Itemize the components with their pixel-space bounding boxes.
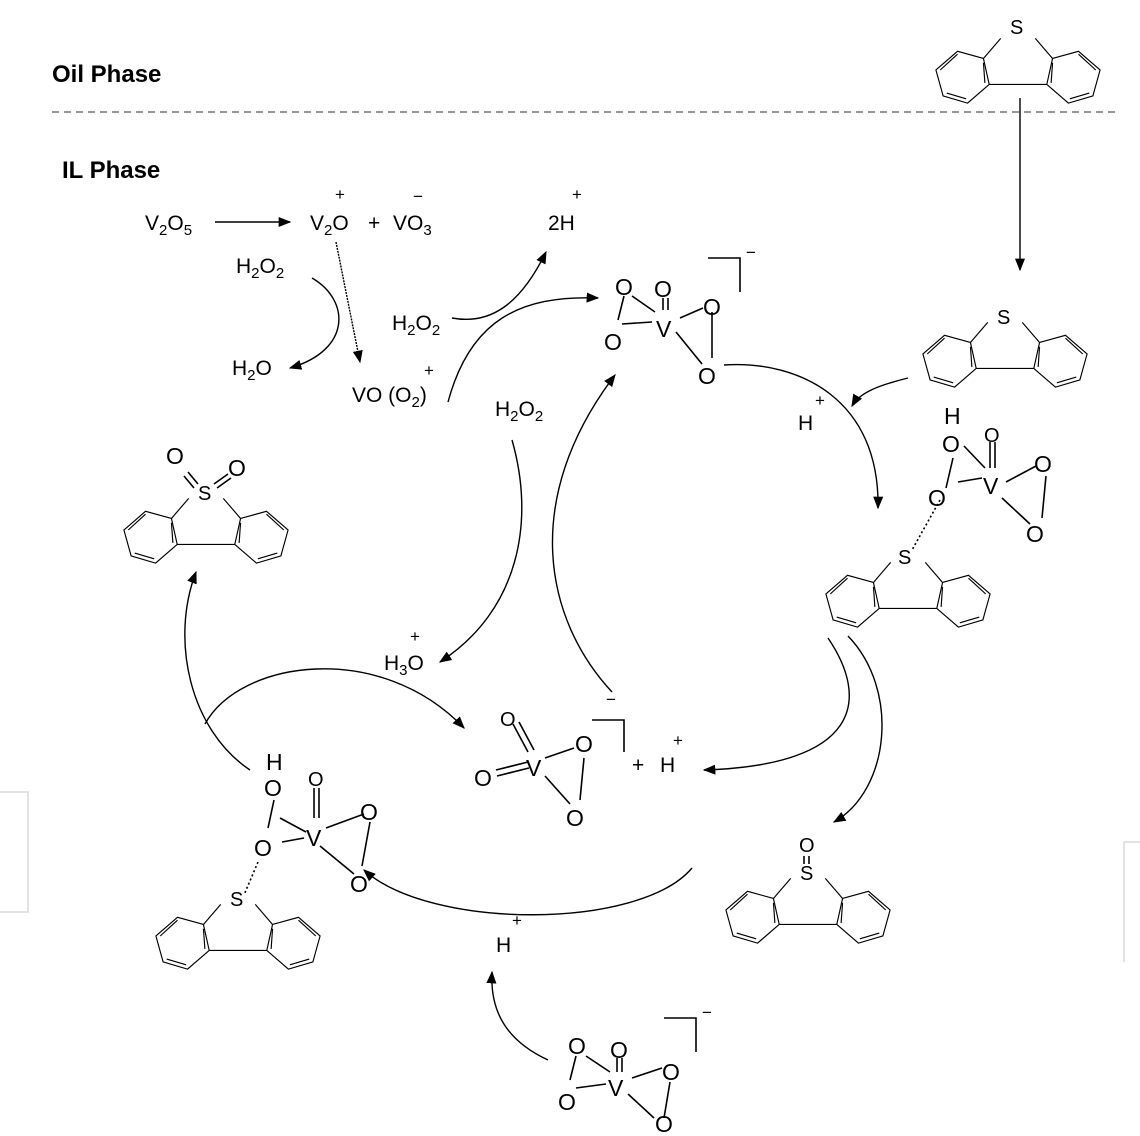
- center-o-double: O: [474, 765, 492, 791]
- to-h3o-arrow: [438, 439, 523, 663]
- center-o-oxo: O: [500, 709, 516, 731]
- oil-phase-label: Oil Phase: [52, 61, 161, 88]
- right-h-atom: H: [944, 403, 961, 429]
- center-o1: O: [575, 731, 593, 757]
- h-plus-right: H: [798, 412, 813, 435]
- left-v: V: [306, 825, 322, 851]
- h-plus-bottom: H: [496, 934, 511, 957]
- to-h-plus-arrow: [702, 637, 850, 775]
- plus-sign: +: [368, 212, 380, 235]
- dbt-right-complex: [825, 561, 991, 628]
- h2o-product: H2O: [232, 357, 272, 384]
- top-charge: −: [746, 243, 756, 262]
- sulfoxide-s-atom: S: [800, 863, 813, 885]
- dbt-il-phase: [922, 321, 1088, 388]
- h-plus-right-charge: +: [815, 391, 825, 410]
- center-o2: O: [566, 805, 584, 831]
- top-o2: O: [604, 329, 622, 355]
- right-o4: O: [1026, 521, 1044, 547]
- center-plus-sign: +: [632, 754, 644, 777]
- h2o2-reagent-1: H2O2: [236, 255, 284, 282]
- two-h-charge: +: [572, 185, 582, 204]
- regen-arrow: [551, 373, 616, 693]
- left-o-oxo: O: [308, 769, 324, 791]
- peroxo-vanadate-center: [495, 719, 625, 805]
- h3o-charge: +: [410, 627, 420, 646]
- dbt-oil-s-atom: S: [1010, 17, 1023, 39]
- intermediate-left: [243, 788, 371, 896]
- top-o-oxo: O: [654, 276, 672, 302]
- left-o4: O: [350, 871, 368, 897]
- right-complex-s-atom: S: [898, 547, 911, 569]
- sulfone-s-atom: S: [198, 483, 211, 505]
- right-v: V: [983, 473, 999, 499]
- to-center-arrow: [204, 668, 465, 729]
- dbt-left-complex: [155, 903, 321, 970]
- dbt-join-arrow: [851, 377, 909, 408]
- top-o3: O: [703, 294, 721, 320]
- bottom-o-oxo: O: [610, 1037, 628, 1063]
- h2o2-reagent-3: H2O2: [495, 398, 543, 425]
- v2o5-label: V2O5: [145, 212, 192, 239]
- dbt-il-s-atom: S: [997, 307, 1010, 329]
- diperoxo-vanadate-bottom: [569, 1017, 697, 1119]
- top-o4: O: [698, 363, 716, 389]
- dbt-oil-phase: [935, 37, 1101, 104]
- to-2h-arrow: [451, 250, 547, 320]
- left-o3: O: [360, 799, 378, 825]
- to-sulfone-arrow: [184, 570, 251, 771]
- dbt-sulfone: [123, 497, 289, 564]
- bottom-o3: O: [662, 1059, 680, 1085]
- left-h-atom: H: [266, 749, 283, 775]
- bottom-o1: O: [568, 1033, 586, 1059]
- to-left-intermediate-arrow: [363, 867, 693, 916]
- right-o2: O: [928, 485, 946, 511]
- to-sulfoxide-arrow: [832, 635, 883, 823]
- v2o-plus-label: V2O: [310, 212, 349, 239]
- left-o1: O: [264, 775, 282, 801]
- right-o1: O: [942, 431, 960, 457]
- top-v: V: [656, 316, 672, 342]
- bottom-v: V: [608, 1075, 624, 1101]
- v2o-to-vo-arrow: [335, 241, 363, 364]
- h2o2-reagent-2: H2O2: [392, 312, 440, 339]
- left-frame-line: [0, 791, 29, 913]
- h3o-plus-label: H3O: [384, 652, 424, 679]
- sulfoxide-o-atom: O: [799, 835, 815, 857]
- right-frame-line: [1123, 841, 1140, 962]
- il-phase-label: IL Phase: [62, 157, 160, 184]
- center-v: V: [526, 755, 542, 781]
- bottom-o2: O: [558, 1089, 576, 1115]
- h-plus-center: H: [660, 754, 675, 777]
- bottom-charge: −: [702, 1003, 712, 1022]
- top-o1: O: [615, 274, 633, 300]
- vo-o2-label: VO (O2): [352, 384, 427, 411]
- left-o2: O: [254, 835, 272, 861]
- bottom-o4: O: [655, 1111, 673, 1136]
- diperoxo-vanadate-top: [617, 257, 741, 365]
- v2o-charge: +: [335, 185, 345, 204]
- cycle-arrow-right: [723, 363, 884, 510]
- h2o2-to-h2o-arrow: [288, 277, 340, 370]
- center-charge: −: [606, 690, 616, 709]
- sulfone-o2: O: [228, 455, 246, 481]
- right-o3: O: [1034, 451, 1052, 477]
- h-plus-bottom-charge: +: [512, 911, 522, 930]
- sulfone-o1: O: [166, 443, 184, 469]
- vo-o2-charge: +: [424, 361, 434, 380]
- two-h-label: 2H: [548, 212, 575, 235]
- vo3-minus-label: VO3: [393, 212, 432, 239]
- right-o-oxo: O: [984, 425, 1000, 447]
- to-diperoxo-arrow: [447, 292, 600, 403]
- h-plus-center-charge: +: [673, 731, 683, 750]
- left-complex-s-atom: S: [230, 889, 243, 911]
- bottom-vanadate-arrow: [486, 970, 549, 1061]
- intermediate-right: [911, 442, 1047, 551]
- vo3-charge: −: [413, 187, 423, 206]
- dbt-sulfoxide: [725, 877, 891, 944]
